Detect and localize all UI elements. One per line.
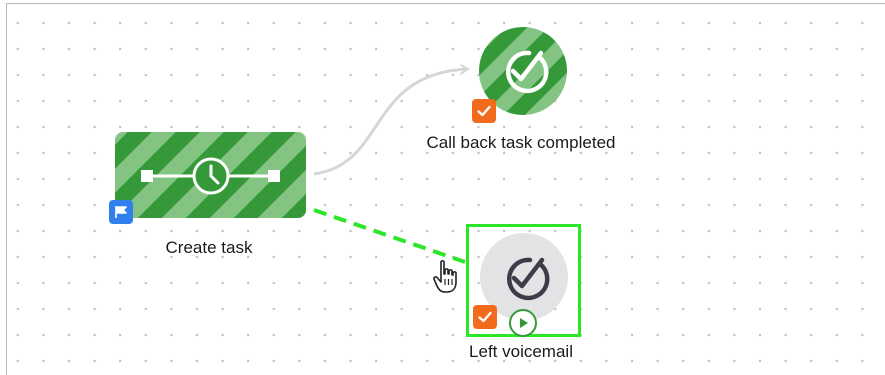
connector-create-to-callback[interactable]: [313, 69, 467, 176]
checkmark-icon: [473, 305, 497, 329]
left-voicemail-label: Left voicemail: [469, 342, 573, 361]
callback-completed-label: Call back task completed: [426, 133, 616, 152]
connector-create-to-voicemail[interactable]: [313, 208, 466, 264]
create-task-node[interactable]: [115, 132, 306, 218]
checkmark-icon: [472, 99, 496, 123]
play-icon[interactable]: [509, 309, 537, 337]
clock-icon: [141, 157, 280, 195]
check-circle-icon: [507, 257, 550, 301]
workflow-canvas[interactable]: Create task Call back task completed Lef…: [6, 3, 885, 375]
check-circle-icon: [506, 50, 549, 94]
create-task-label: Create task: [165, 238, 253, 257]
connector-layer: [313, 4, 885, 264]
flag-icon: [109, 200, 133, 224]
hand-cursor-icon: [433, 260, 457, 293]
